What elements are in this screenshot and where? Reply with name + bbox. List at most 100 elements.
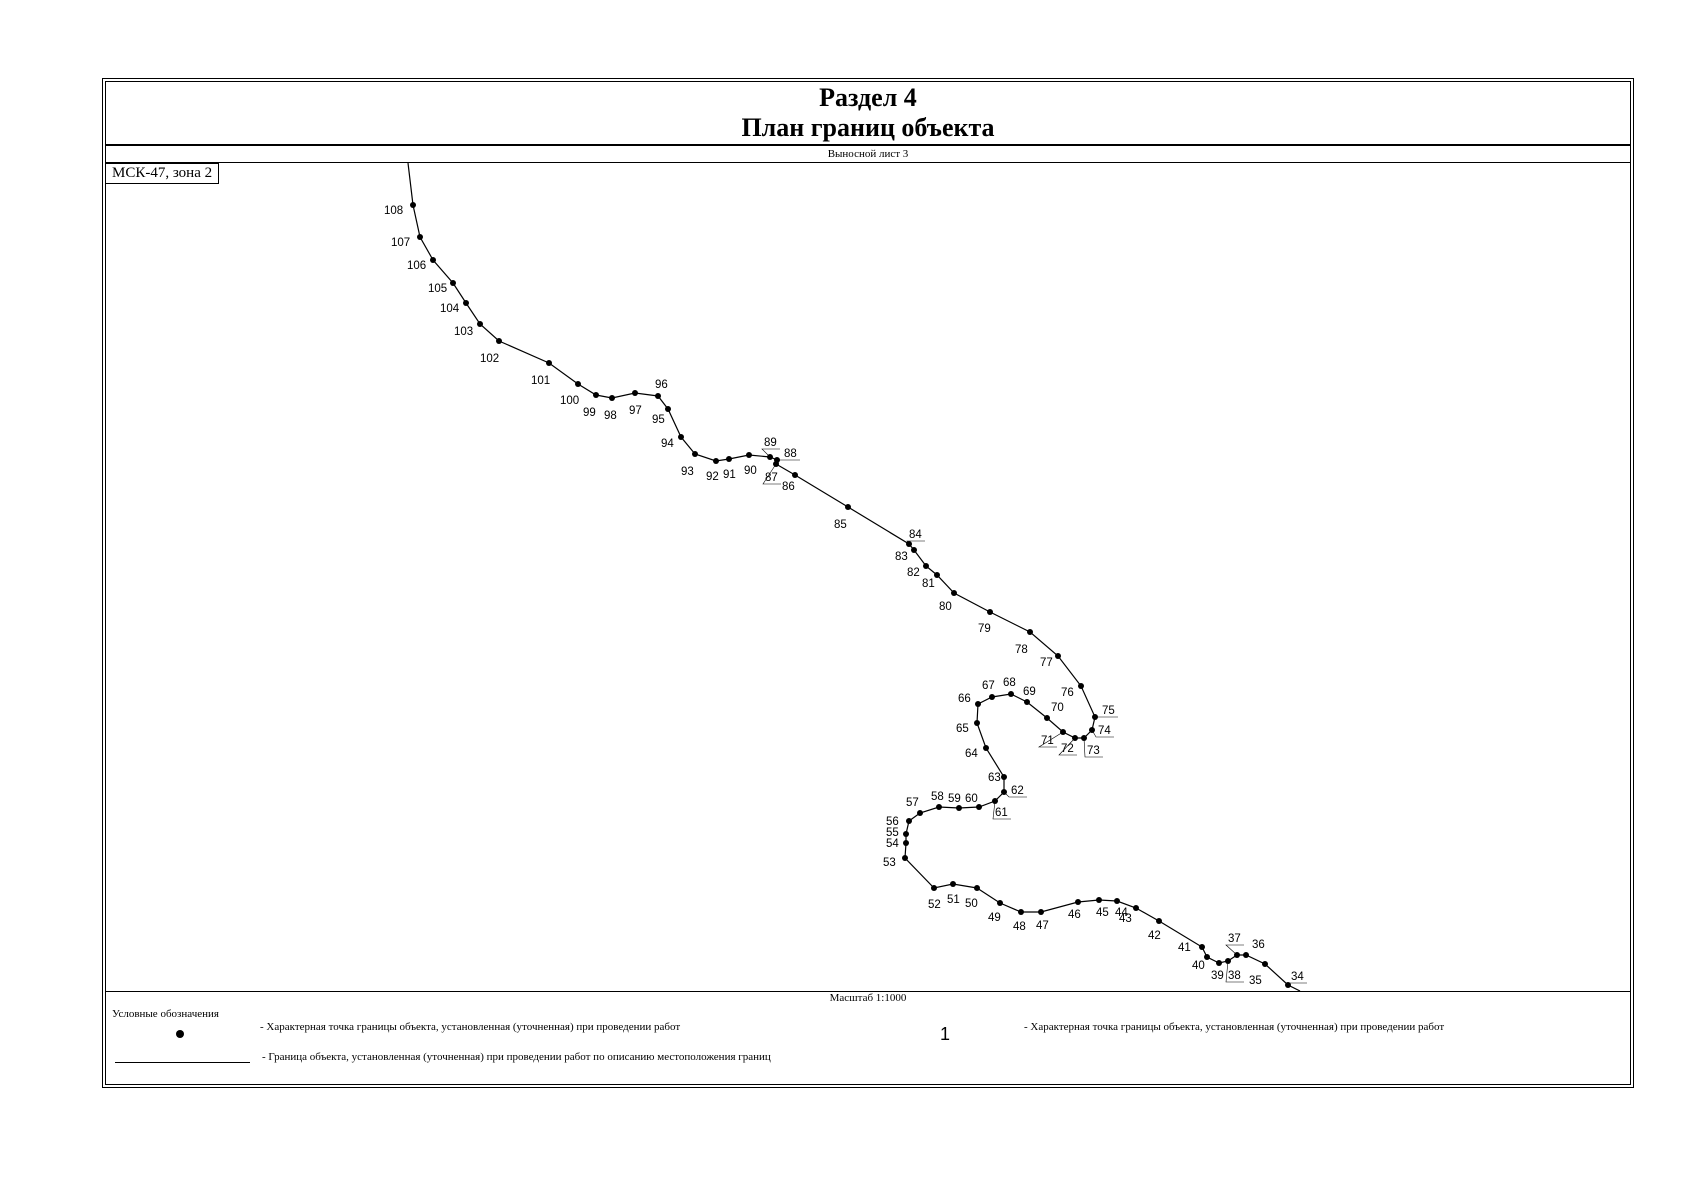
boundary-point <box>931 885 937 891</box>
point-label: 71 <box>1041 735 1054 747</box>
point-label: 38 <box>1228 970 1241 982</box>
point-label: 88 <box>784 448 797 460</box>
label-leader-line <box>1225 960 1244 983</box>
point-label: 101 <box>531 375 550 387</box>
legend-line-symbol <box>115 1062 250 1063</box>
point-label: 51 <box>947 894 960 906</box>
boundary-point <box>902 855 908 861</box>
point-label: 96 <box>655 379 668 391</box>
scale-label: Масштаб 1:1000 <box>829 992 907 1004</box>
label-leader-line <box>992 800 1011 820</box>
boundary-line <box>407 163 1301 991</box>
boundary-point <box>987 609 993 615</box>
point-label: 76 <box>1061 687 1074 699</box>
sheet-label: Выносной лист 3 <box>105 147 1631 163</box>
point-label: 61 <box>995 807 1008 819</box>
legend-block: Масштаб 1:1000 Условные обозначения - Ха… <box>105 991 1631 1085</box>
point-label: 84 <box>909 529 922 541</box>
point-label: 99 <box>583 407 596 419</box>
boundary-point <box>903 831 909 837</box>
point-label: 89 <box>764 437 777 449</box>
point-label: 65 <box>956 723 969 735</box>
point-label: 103 <box>454 326 473 338</box>
boundary-point <box>463 300 469 306</box>
point-label: 107 <box>391 237 410 249</box>
boundary-point <box>665 406 671 412</box>
boundary-point <box>575 381 581 387</box>
point-label: 60 <box>965 793 978 805</box>
boundary-point <box>1001 774 1007 780</box>
point-label: 59 <box>948 793 961 805</box>
point-label: 66 <box>958 693 971 705</box>
label-leader-line <box>762 463 781 485</box>
point-label: 81 <box>922 578 935 590</box>
boundary-point <box>496 338 502 344</box>
point-label: 94 <box>661 438 674 450</box>
boundary-point <box>1001 789 1007 795</box>
boundary-point <box>906 818 912 824</box>
boundary-point <box>1078 683 1084 689</box>
boundary-point <box>1060 729 1066 735</box>
point-label: 37 <box>1228 933 1241 945</box>
boundary-point <box>976 804 982 810</box>
point-label: 85 <box>834 519 847 531</box>
point-label: 34 <box>1291 971 1304 983</box>
boundary-point <box>1092 714 1098 720</box>
boundary-point <box>956 805 962 811</box>
boundary-point <box>845 504 851 510</box>
boundary-point <box>911 547 917 553</box>
point-label: 39 <box>1211 970 1224 982</box>
point-label: 77 <box>1040 657 1053 669</box>
point-label: 95 <box>652 414 665 426</box>
inner-frame <box>105 81 1631 1085</box>
label-leader-line <box>1083 737 1103 758</box>
point-label: 108 <box>384 205 403 217</box>
boundary-point <box>974 720 980 726</box>
point-label: 105 <box>428 283 447 295</box>
point-label: 104 <box>440 303 460 315</box>
boundary-point <box>1262 961 1268 967</box>
boundary-point <box>692 451 698 457</box>
boundary-point <box>1072 735 1078 741</box>
plan-title: План границ объекта <box>741 113 995 142</box>
point-label: 92 <box>706 471 719 483</box>
point-label: 67 <box>982 680 995 692</box>
page-number: 1 <box>940 1024 951 1044</box>
point-label: 56 <box>886 816 899 828</box>
point-label: 53 <box>883 857 896 869</box>
boundary-point <box>430 257 436 263</box>
point-label: 72 <box>1061 743 1074 755</box>
point-label: 62 <box>1011 785 1024 797</box>
boundary-point <box>450 280 456 286</box>
point-label: 55 <box>886 827 899 839</box>
boundary-point <box>477 321 483 327</box>
boundary-point <box>713 458 719 464</box>
boundary-point <box>678 434 684 440</box>
point-label: 73 <box>1087 745 1100 757</box>
boundary-point <box>1133 905 1139 911</box>
legend-title: Условные обозначения <box>112 1008 219 1020</box>
legend-point-text: - Характерная точка границы объекта, уст… <box>260 1021 681 1033</box>
boundary-point <box>1075 899 1081 905</box>
point-label: 52 <box>928 899 941 911</box>
outer-frame <box>102 78 1634 1088</box>
point-label: 35 <box>1249 975 1262 987</box>
boundary-point <box>975 701 981 707</box>
boundary-point <box>989 694 995 700</box>
title-block: Раздел 4 План границ объекта <box>105 81 1631 146</box>
point-label: 93 <box>681 466 694 478</box>
point-label: 69 <box>1023 686 1036 698</box>
boundary-point <box>997 900 1003 906</box>
boundary-point <box>906 541 912 547</box>
point-label: 58 <box>931 791 944 803</box>
point-label: 100 <box>560 395 579 407</box>
boundary-point <box>1038 909 1044 915</box>
point-label: 80 <box>939 601 952 613</box>
boundary-point <box>983 745 989 751</box>
boundary-point <box>767 454 773 460</box>
boundary-point <box>950 881 956 887</box>
label-leader-line <box>1037 731 1064 748</box>
boundary-point <box>773 461 779 467</box>
label-leader-line <box>761 448 780 458</box>
